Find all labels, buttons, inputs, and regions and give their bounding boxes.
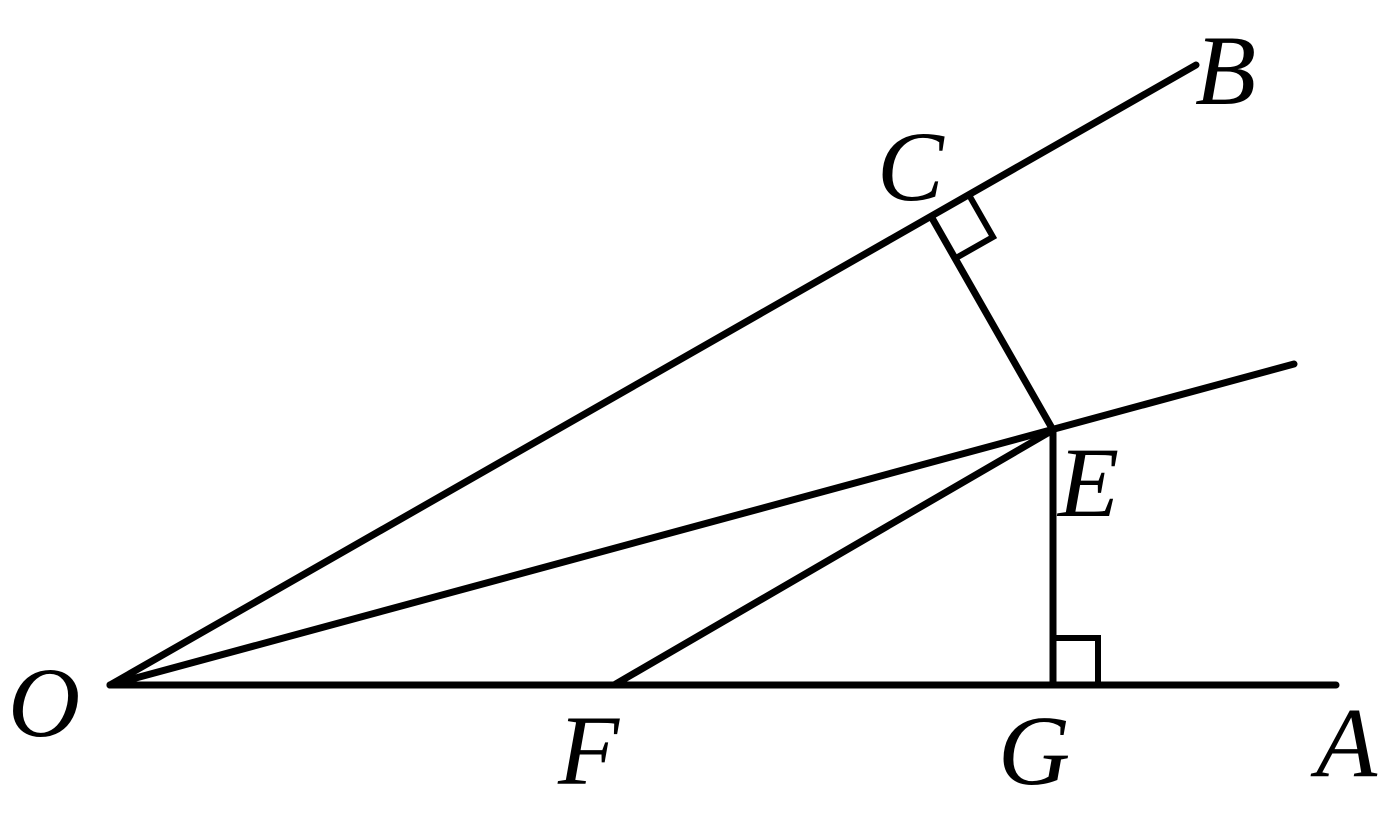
label-point-e: E <box>1056 427 1119 538</box>
label-point-g: G <box>998 695 1070 806</box>
label-point-o: O <box>8 647 80 758</box>
label-point-b: B <box>1195 15 1256 126</box>
right-angle-mark-c <box>954 193 998 261</box>
segment-ob <box>106 61 1200 689</box>
label-point-a: A <box>1310 687 1378 798</box>
segment-oe-bisector <box>106 360 1298 689</box>
right-angle-mark-g <box>1053 635 1101 685</box>
label-point-c: C <box>877 111 945 222</box>
segment-ce <box>928 214 1057 434</box>
segment-ef <box>610 426 1057 689</box>
label-point-f: F <box>557 695 620 806</box>
